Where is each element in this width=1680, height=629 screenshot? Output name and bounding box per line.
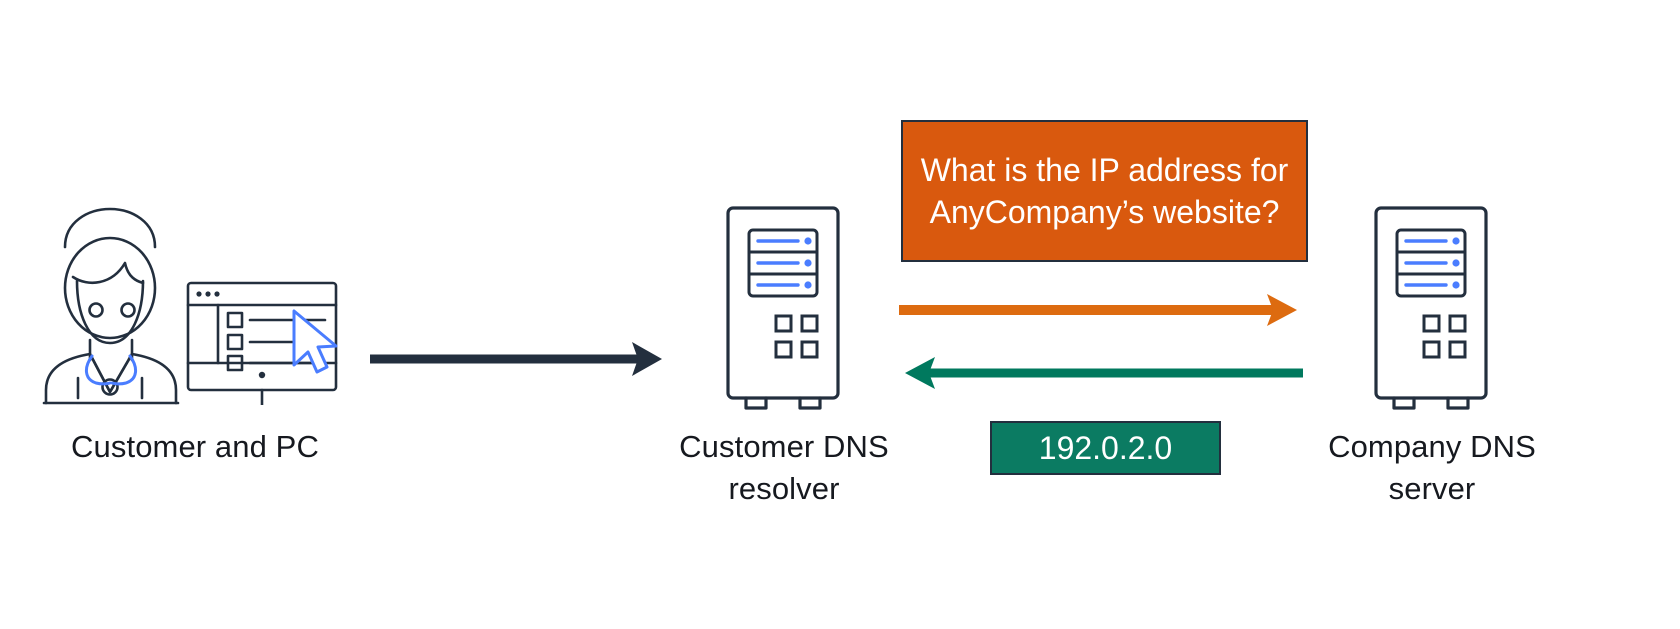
- vent-squares-icon: [774, 314, 819, 359]
- server-tower-icon: [726, 206, 840, 410]
- arrow-query-from-pc: [370, 342, 662, 376]
- caption-customer-pc: Customer and PC: [71, 429, 319, 464]
- node-company-dns-server: [1370, 203, 1494, 411]
- question-message-box: What is the IP address for AnyCompany’s …: [901, 120, 1308, 262]
- drive-indicator-dots-icon: [1452, 237, 1460, 289]
- drive-bays-icon: [1395, 228, 1467, 298]
- node-customer-dns-resolver: [722, 203, 846, 411]
- caption-company-dns-server: Company DNS server: [1328, 429, 1536, 506]
- arrow-query-to-company-dns: [899, 294, 1297, 326]
- user-and-monitor-icon: [42, 207, 338, 423]
- drive-indicator-dots-icon: [804, 237, 812, 289]
- vent-squares-icon: [1422, 314, 1467, 359]
- server-tower-icon: [1374, 206, 1488, 410]
- cursor-icon: [292, 309, 338, 374]
- arrow-answer-to-resolver: [905, 357, 1303, 389]
- caption-customer-dns-resolver: Customer DNS resolver: [679, 429, 889, 506]
- drive-bays-icon: [747, 228, 819, 298]
- drive-indicator-lines-icon: [756, 239, 800, 287]
- drive-indicator-lines-icon: [1404, 239, 1448, 287]
- collar-accent-icon: [85, 354, 137, 386]
- answer-message-box: 192.0.2.0: [990, 421, 1221, 475]
- node-customer-pc: [40, 195, 350, 423]
